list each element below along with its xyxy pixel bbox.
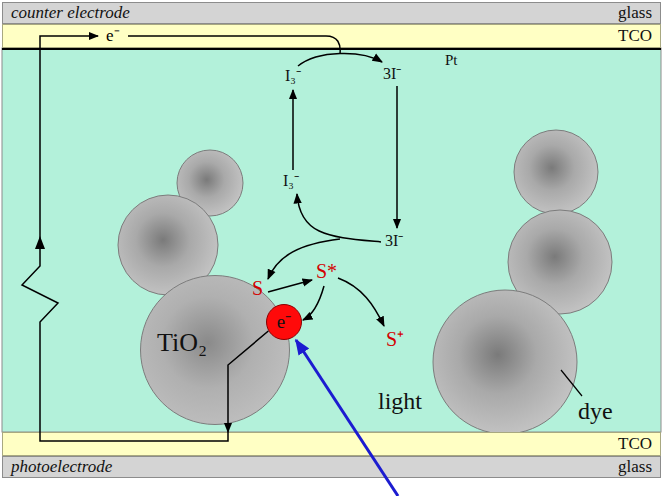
ion-label: 3I⁻ bbox=[385, 232, 403, 250]
tco-band: TCO bbox=[2, 24, 661, 48]
light-arrow bbox=[296, 340, 398, 496]
node-text: TiO₂ bbox=[157, 329, 207, 358]
tco-band: TCO bbox=[2, 432, 661, 456]
label-box: 3I⁻ bbox=[385, 232, 403, 250]
label-box: S⁺ bbox=[386, 328, 404, 350]
light-label: light bbox=[378, 388, 422, 414]
label-box: Pt bbox=[445, 51, 458, 69]
label-box: 3I⁻ bbox=[383, 65, 401, 83]
glass-band: counter electrode glass bbox=[2, 2, 661, 24]
current-arrow bbox=[35, 236, 45, 249]
label-box: S* bbox=[316, 260, 337, 282]
label-box: light bbox=[378, 388, 422, 414]
tio2-particle bbox=[433, 290, 577, 434]
electron-label: e⁻ bbox=[104, 27, 122, 46]
node-text: counter electrode bbox=[11, 4, 130, 23]
electrolyte bbox=[2, 48, 661, 432]
ion-label: I₃⁻ bbox=[285, 67, 301, 85]
tio2-particle bbox=[514, 130, 598, 214]
electron-path bbox=[22, 36, 228, 441]
label-box: S bbox=[252, 277, 263, 299]
reaction-arrow bbox=[292, 90, 294, 170]
platinum-layer bbox=[2, 48, 661, 50]
label-box: I₃⁻ bbox=[283, 172, 299, 190]
tio2-particle: TiO₂ bbox=[140, 275, 290, 425]
node-text: glass bbox=[618, 458, 652, 477]
node-text: photoelectrode bbox=[11, 458, 112, 477]
dye-state-label: S* bbox=[316, 260, 337, 282]
reaction-arrow bbox=[338, 278, 384, 326]
dye-label: dye bbox=[578, 398, 613, 424]
edge-label-box: e⁻ bbox=[104, 27, 122, 46]
material-label: Pt bbox=[445, 52, 458, 69]
glass-band: photoelectrode glass bbox=[2, 456, 661, 478]
label-box: dye bbox=[578, 398, 613, 424]
label-box: I₃⁻ bbox=[285, 67, 301, 85]
reaction-arrow bbox=[268, 280, 312, 292]
leader-line bbox=[561, 370, 582, 396]
node-text: TCO bbox=[618, 27, 652, 46]
external-wire bbox=[128, 36, 340, 54]
reaction-arrow bbox=[396, 86, 398, 228]
ion-label: 3I⁻ bbox=[383, 65, 401, 83]
tio2-particle bbox=[508, 210, 612, 314]
node-text: e⁻ bbox=[277, 312, 291, 333]
node-text: TCO bbox=[618, 435, 652, 454]
reaction-arrow bbox=[297, 194, 381, 242]
node-text: glass bbox=[618, 4, 652, 23]
dye-state-label: S bbox=[252, 277, 263, 299]
reaction-arrow bbox=[303, 286, 324, 320]
dye-state-label: S⁺ bbox=[386, 328, 404, 350]
ion-label: I₃⁻ bbox=[283, 172, 299, 190]
dye-molecule: e⁻ bbox=[266, 304, 302, 340]
reaction-arrow bbox=[298, 53, 382, 66]
electron-path bbox=[228, 331, 268, 432]
tio2-particle bbox=[177, 150, 243, 216]
